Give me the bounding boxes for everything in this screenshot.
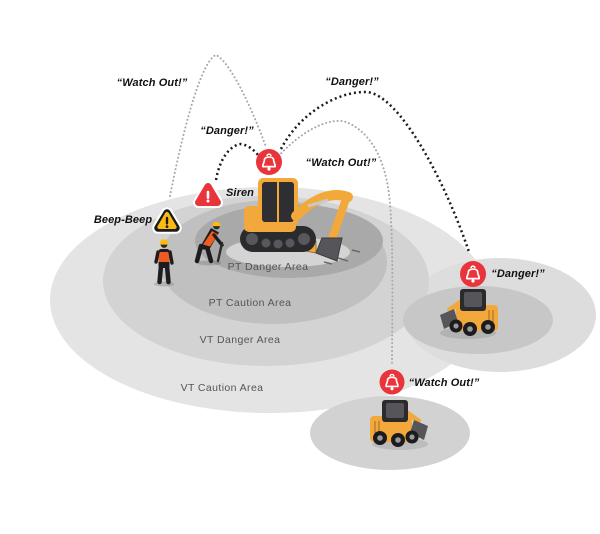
callout-beep-beep: Beep-Beep xyxy=(93,214,153,226)
excavator xyxy=(226,178,361,267)
danger-arc-inner xyxy=(214,142,259,181)
zone-ellipses xyxy=(50,187,596,470)
alert-bell-icon-bottom xyxy=(378,368,406,396)
callout-watch-out-bottom: “Watch Out!” xyxy=(408,377,480,389)
callout-danger-inner: “Danger!” xyxy=(200,125,254,137)
alert-bell-icon-right xyxy=(459,260,487,288)
zone-label-pt-danger: PT Danger Area xyxy=(227,261,309,273)
beeper-warning-icon xyxy=(158,213,176,228)
siren-warning-icon xyxy=(199,187,218,203)
callout-watch-out-center: “Watch Out!” xyxy=(305,157,377,169)
zone-label-vt-danger: VT Danger Area xyxy=(199,334,281,346)
callout-watch-out-top-left: “Watch Out!” xyxy=(116,77,188,89)
callout-siren: Siren xyxy=(225,187,255,199)
worker-standing xyxy=(154,239,174,287)
watch-out-arc-right xyxy=(275,120,394,367)
zone-label-pt-caution: PT Caution Area xyxy=(208,297,292,309)
signal-arcs xyxy=(169,53,471,367)
watch-out-arc-left xyxy=(169,53,267,197)
worker-digging xyxy=(194,221,224,266)
callout-danger-top: “Danger!” xyxy=(325,76,379,88)
zone-label-vt-caution: VT Caution Area xyxy=(180,382,264,394)
callout-danger-right: “Danger!” xyxy=(491,268,545,280)
alert-bell-icon-center xyxy=(255,148,283,176)
